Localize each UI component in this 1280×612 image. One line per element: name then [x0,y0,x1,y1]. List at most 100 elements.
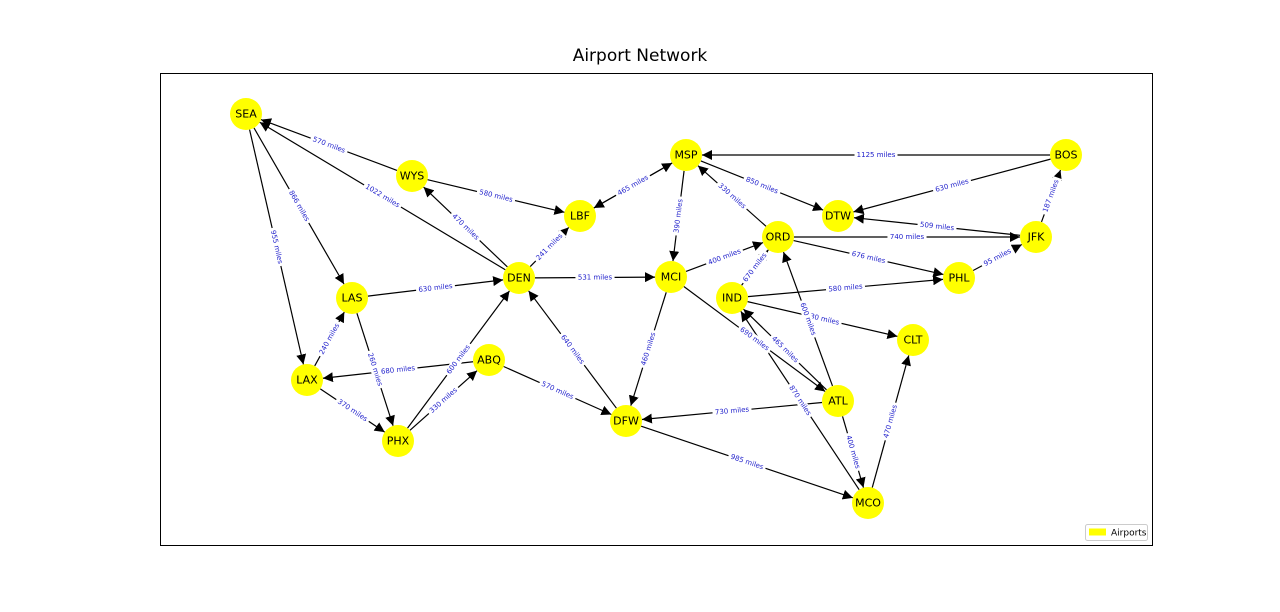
edge-label-background [316,319,343,359]
node-circle [396,160,428,192]
edge-label: 580 miles [478,188,514,204]
edge-label-group: 241 miles [532,229,567,265]
node-label: CLT [903,334,922,347]
node-lbf: LBF [564,200,596,232]
node-circle [230,98,262,130]
node-circle [943,262,975,294]
edge-label-group: 870 miles [785,381,815,420]
node-jfk: JFK [1020,221,1052,253]
node-ind: IND [716,282,748,314]
edge-label: 1022 miles [364,183,402,210]
edges-layer [248,118,1062,500]
node-label: JFK [1027,231,1046,244]
node-label: BOS [1055,149,1078,162]
edge-label-group: 640 miles [557,331,588,368]
edge-label-group: 680 miles [378,363,418,377]
edge-label-group: 570 miles [309,133,349,157]
edge-label-group: 690 miles [736,323,773,355]
node-label: SEA [235,108,257,121]
diagram-title: Airport Network [572,46,708,66]
edge-label-group: 460 miles [638,328,659,370]
edge-label-background [843,431,863,473]
node-wys: WYS [396,160,428,192]
edge-label-background [712,404,752,418]
node-label: DFW [613,415,639,428]
edge-label-background [425,384,462,417]
edge-label-group: 465 miles [613,171,653,200]
node-circle [1050,139,1082,171]
edge-label-background [739,249,771,286]
node-circle [336,282,368,314]
node-mco: MCO [852,487,884,519]
node-label: PHX [387,435,410,448]
edge-label-group: 95 miles [979,245,1016,270]
edge-label: 330 miles [428,386,459,415]
edge-label-group: 187 miles [1040,176,1062,216]
plot-frame [160,73,1153,546]
edge-label: 570 miles [540,380,575,401]
edge-label-group: 630 miles [931,176,973,195]
edge-label-group: 330 miles [714,179,750,213]
node-label: MCI [661,271,681,284]
edge-label-background [443,341,474,378]
edge-label-background [917,219,957,234]
node-circle [852,487,884,519]
edge-label-background [931,176,973,195]
node-circle [822,200,854,232]
node-circle [503,262,535,294]
node-phl: PHL [943,262,975,294]
node-label: ABQ [477,354,501,367]
node-msp: MSP [670,139,702,171]
edge-label: 460 miles [640,331,658,366]
edge-label-background [638,328,659,370]
edge-label-background [671,196,686,236]
node-label: MCO [855,497,881,510]
edge-label-background [285,186,313,226]
edge-label-group: 630 miles [415,281,456,295]
edge-label: 95 miles [982,247,1012,268]
node-label: ORD [766,231,791,244]
edge-label-background [767,332,803,367]
edge-label-background [785,381,815,420]
node-circle [473,344,505,376]
node-den: DEN [503,262,535,294]
edge-label: 1125 miles [857,151,896,159]
edge-label-background [378,363,418,377]
edge-label-background [727,451,767,473]
edge-label-group: 509 miles [917,219,957,234]
edge-label: 630 miles [934,177,969,194]
node-circle [670,139,702,171]
node-label: LBF [570,210,590,223]
edge-label: 241 miles [535,232,565,262]
edge-label: 509 miles [920,221,955,233]
legend-label: Airports [1111,529,1147,539]
edge-label: 740 miles [890,233,925,241]
edge-label: 870 miles [787,384,813,417]
node-label: IND [722,292,742,305]
legend: Airports [1085,524,1148,541]
edge-label-background [361,181,404,211]
edge-label-group: 866 miles [285,186,313,226]
node-circle [564,200,596,232]
node-label: LAS [342,292,363,305]
edge-label-group: 580 miles [825,281,866,295]
edge-label-group: 370 miles [333,395,372,426]
edge-label-group: 740 miles [887,232,927,242]
node-mci: MCI [655,261,687,293]
edge-label: 680 miles [381,364,416,376]
edge-label-background [557,331,588,368]
edge-label-background [575,272,615,283]
edge-label-group: 400 miles [843,431,863,473]
edge-label-group: 400 miles [704,245,745,269]
node-circle [655,261,687,293]
edge-label-background [1040,176,1062,216]
edge-label-background [475,187,517,205]
node-circle [822,385,854,417]
edge-label: 955 miles [269,229,285,265]
edge-label-background [309,133,349,157]
node-label: WYS [400,170,425,183]
node-las: LAS [336,282,368,314]
edge-label-background [880,401,901,442]
